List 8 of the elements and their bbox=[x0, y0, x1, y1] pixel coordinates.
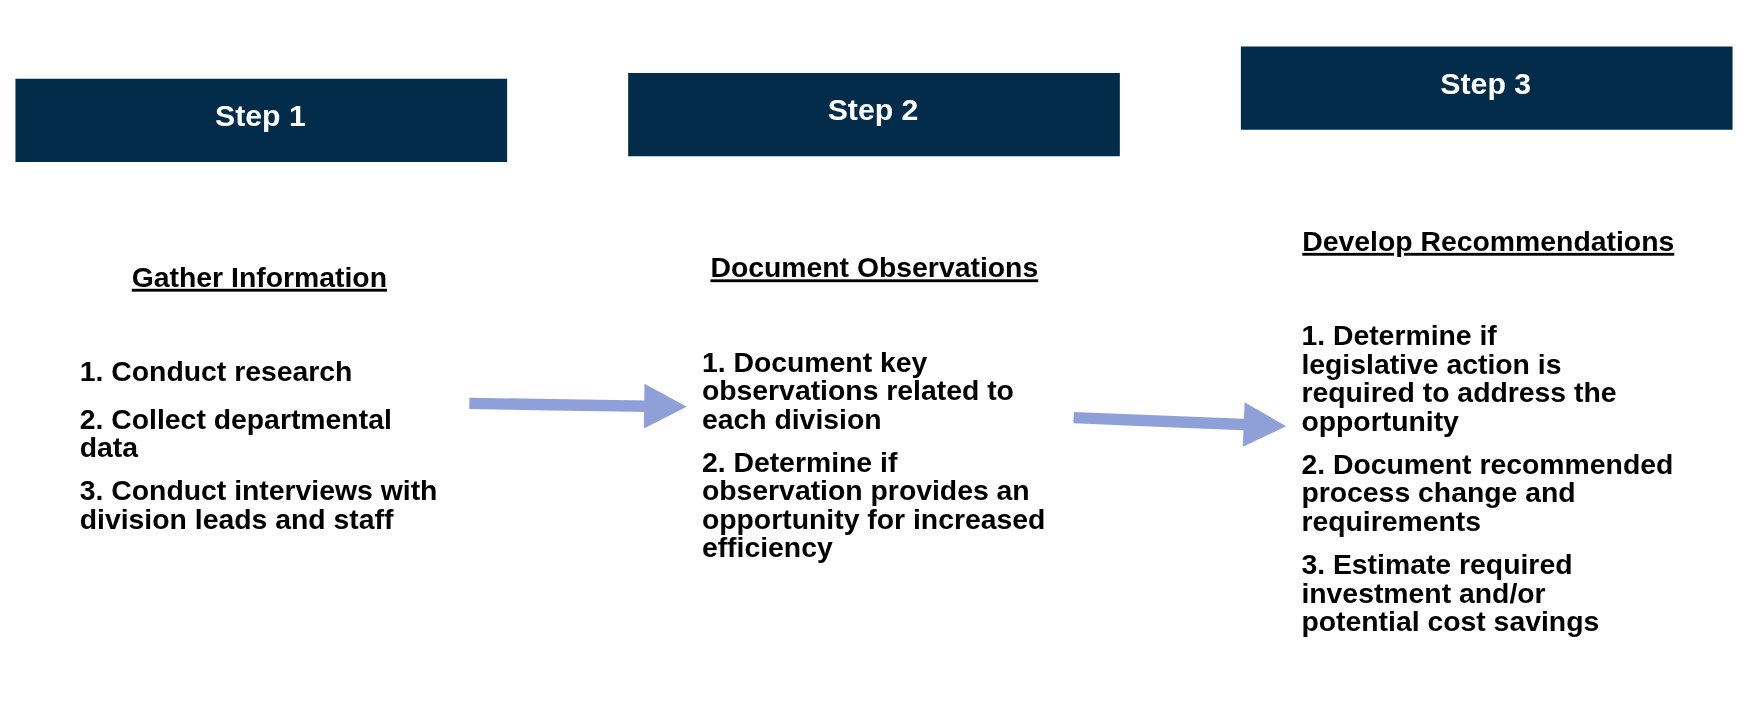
arrow bbox=[1073, 402, 1287, 447]
node-text: Develop Recommendations 1. Determine if legislative action is required to address the opportunity 2. Document recommended process change and requirements 3. Estimate required investment and/or potential cost savings bbox=[1301, 224, 1675, 637]
node-box: Step 1 bbox=[15, 78, 508, 162]
node-box: Step 3 bbox=[1240, 46, 1733, 130]
node-text: Document Observations 1. Document key observations related to each division 2. Determine if observation provides an opportunity for increased efficiency bbox=[701, 251, 1046, 564]
node-box: Step 2 bbox=[628, 73, 1120, 157]
node-text: Gather Information 1. Conduct research 2. Collect departmental data 3. Conduct interviews with division leads and staff bbox=[79, 260, 438, 535]
arrow bbox=[469, 383, 687, 429]
